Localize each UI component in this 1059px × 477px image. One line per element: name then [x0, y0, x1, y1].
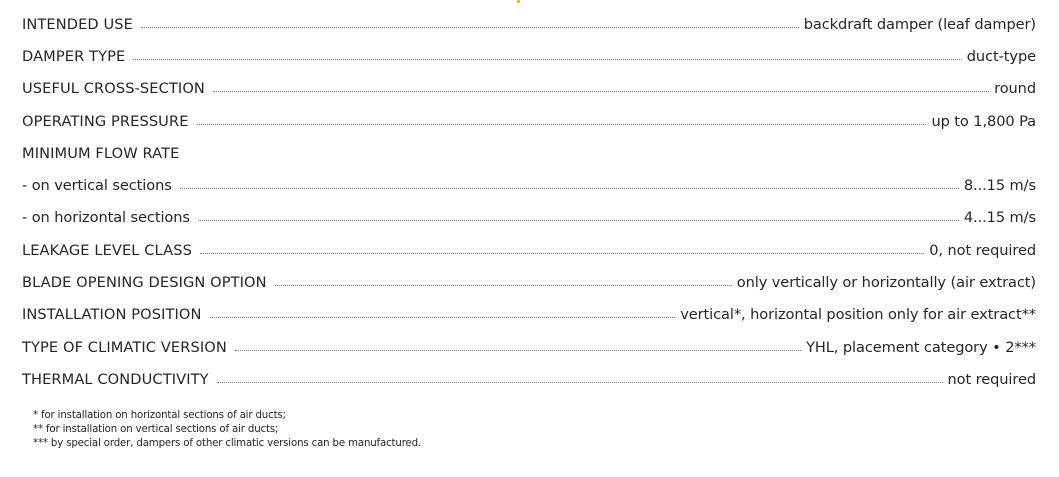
dotted-leader [274, 285, 732, 287]
spec-value: 8...15 m/s [963, 177, 1036, 195]
dotted-leader [216, 381, 943, 383]
dotted-leader [196, 123, 927, 125]
spec-value: vertical*, horizontal position only for … [680, 306, 1036, 324]
spec-row-vertical-sections: - on vertical sections 8...15 m/s [22, 169, 1036, 201]
dotted-leader [234, 349, 802, 351]
spec-value: not required [947, 370, 1037, 388]
spec-row-horizontal-sections: - on horizontal sections 4...15 m/s [22, 202, 1036, 234]
spec-row-minimum-flow-rate: MINIMUM FLOW RATE [22, 137, 1036, 169]
dotted-leader [140, 26, 799, 28]
spec-row-useful-cross-section: USEFUL CROSS-SECTION round [22, 73, 1036, 105]
spec-value: round [994, 80, 1036, 98]
footnote-triple-asterisk: *** by special order, dampers of other c… [33, 438, 422, 449]
spec-label: - on vertical sections [22, 177, 172, 195]
spec-label: INTENDED USE [22, 15, 133, 33]
accent-mark [517, 0, 520, 3]
spec-row-intended-use: INTENDED USE backdraft damper (leaf damp… [22, 8, 1036, 40]
dotted-leader [197, 220, 959, 222]
dotted-leader [179, 188, 959, 190]
spec-label: INSTALLATION POSITION [22, 306, 202, 324]
spec-value: backdraft damper (leaf damper) [803, 15, 1036, 33]
spec-label: - on horizontal sections [22, 209, 190, 227]
spec-value: YHL, placement category • 2*** [806, 338, 1036, 356]
spec-value: up to 1,800 Pa [931, 112, 1036, 130]
spec-row-damper-type: DAMPER TYPE duct-type [22, 40, 1036, 72]
dotted-leader [133, 58, 962, 60]
spec-value: 0, not required [929, 241, 1036, 259]
dotted-leader [199, 252, 925, 254]
specification-list: INTENDED USE backdraft damper (leaf damp… [22, 8, 1036, 396]
spec-label: BLADE OPENING DESIGN OPTION [22, 274, 267, 292]
spec-row-type-of-climatic-version: TYPE OF CLIMATIC VERSION YHL, placement … [22, 331, 1036, 363]
spec-label: OPERATING PRESSURE [22, 112, 189, 130]
dotted-leader [209, 317, 676, 319]
footnote-single-asterisk: * for installation on horizontal section… [33, 410, 286, 421]
spec-value: 4...15 m/s [963, 209, 1036, 227]
spec-value: duct-type [966, 47, 1036, 65]
footnote-double-asterisk: ** for installation on vertical sections… [33, 424, 279, 435]
spec-value: only vertically or horizontally (air ext… [736, 274, 1036, 292]
spec-row-installation-position: INSTALLATION POSITION vertical*, horizon… [22, 299, 1036, 331]
spec-label: THERMAL CONDUCTIVITY [22, 370, 209, 388]
spec-label: USEFUL CROSS-SECTION [22, 80, 205, 98]
spec-row-blade-opening-design-option: BLADE OPENING DESIGN OPTION only vertica… [22, 266, 1036, 298]
spec-row-operating-pressure: OPERATING PRESSURE up to 1,800 Pa [22, 105, 1036, 137]
spec-label: TYPE OF CLIMATIC VERSION [22, 338, 227, 356]
spec-label: MINIMUM FLOW RATE [22, 144, 180, 162]
dotted-leader [212, 91, 990, 93]
spec-label: LEAKAGE LEVEL CLASS [22, 241, 192, 259]
spec-row-thermal-conductivity: THERMAL CONDUCTIVITY not required [22, 363, 1036, 395]
spec-row-leakage-level-class: LEAKAGE LEVEL CLASS 0, not required [22, 234, 1036, 266]
spec-label: DAMPER TYPE [22, 47, 126, 65]
footnotes: * for installation on horizontal section… [33, 409, 421, 451]
